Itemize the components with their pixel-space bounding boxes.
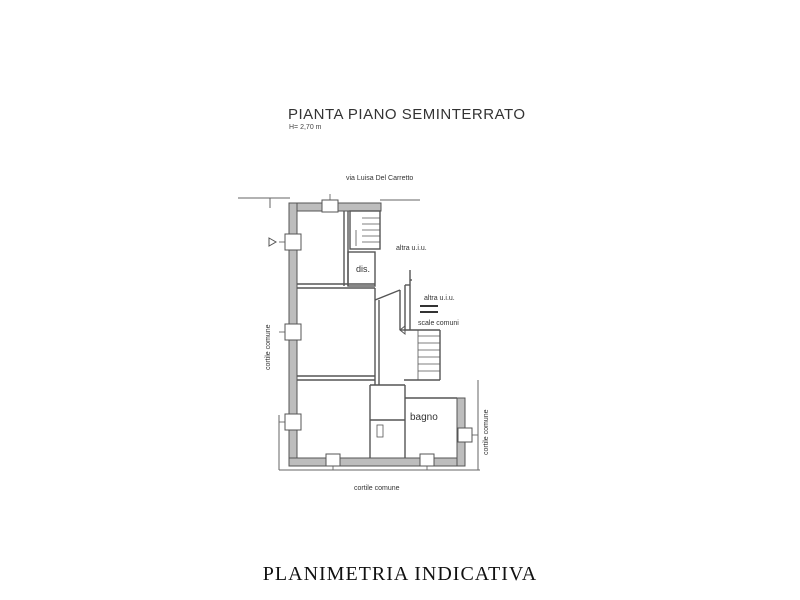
entrance-arrow-right bbox=[399, 324, 406, 336]
indicative-plan-caption: PLANIMETRIA INDICATIVA bbox=[262, 563, 538, 585]
stairs-top bbox=[355, 217, 380, 246]
window-left-top bbox=[284, 233, 302, 251]
window-sills bbox=[279, 194, 478, 470]
window-left-bottom bbox=[284, 413, 302, 431]
label-bagno: bagno bbox=[410, 412, 438, 423]
label-altra-uiu-1: altra u.i.u. bbox=[396, 245, 427, 252]
windows bbox=[284, 199, 473, 467]
label-dis: dis. bbox=[356, 264, 370, 274]
street-label: via Luisa Del Carretto bbox=[346, 175, 413, 182]
ceiling-height-note: H= 2,70 m bbox=[289, 124, 322, 131]
window-right bbox=[457, 427, 473, 443]
label-altra-uiu-2: altra u.i.u. bbox=[424, 295, 455, 302]
label-cortile-right: cortile comune bbox=[483, 409, 490, 455]
window-bottom-right bbox=[419, 453, 435, 467]
window-bottom-left bbox=[325, 453, 341, 467]
label-cortile-left: cortile comune bbox=[265, 324, 272, 370]
plan-title: PIANTA PIANO SEMINTERRATO bbox=[288, 106, 526, 123]
window-top bbox=[321, 199, 339, 213]
label-cortile-bottom: cortile comune bbox=[354, 485, 400, 492]
entrance-arrow-left bbox=[268, 237, 278, 247]
window-left-mid bbox=[284, 323, 302, 341]
stairs-common bbox=[417, 330, 440, 380]
label-scale-comuni: scale comuni bbox=[418, 320, 459, 327]
shower-detail bbox=[376, 424, 384, 438]
